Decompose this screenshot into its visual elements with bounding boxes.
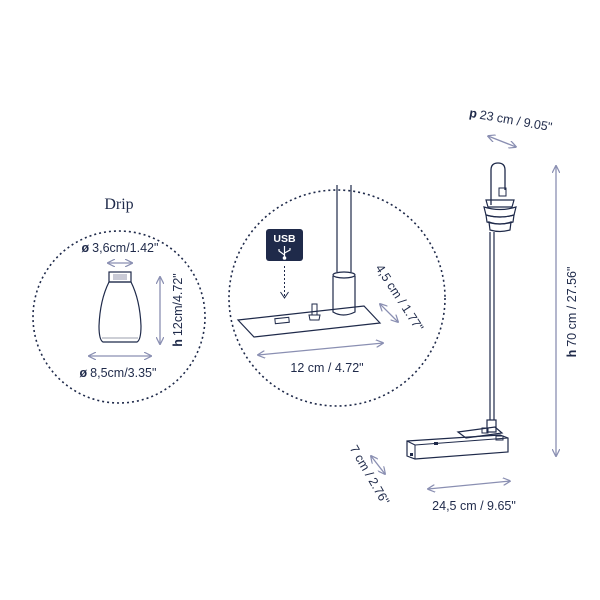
base-plate-drawing: [236, 185, 382, 338]
shade-bottom-diameter-value: 8,5cm/3.35": [90, 366, 156, 380]
height-symbol: h: [171, 339, 185, 347]
shade-top-diameter-value: 3,6cm/1.42": [92, 241, 158, 255]
lamp-depth-arrow: [488, 136, 516, 147]
product-name: Drip: [104, 196, 133, 213]
usb-label: USB: [273, 233, 296, 245]
shade-drawing: [98, 271, 142, 343]
base-detail-circle: [228, 189, 446, 407]
lamp-height-value: 70 cm / 27.56": [565, 267, 579, 347]
lamp-height-label: h 70 cm / 27.56": [565, 267, 579, 358]
diameter-symbol: ø: [82, 241, 90, 255]
usb-badge: USB: [266, 229, 303, 261]
base-length-arrow: [258, 343, 383, 355]
shade-detail-circle: [32, 230, 206, 404]
base-width-arrow: [380, 304, 398, 322]
shade-height-value: 12cm/4.72": [171, 273, 185, 336]
lamp-depth-value: 23 cm / 9.05": [479, 108, 554, 135]
diameter-symbol: ø: [80, 366, 88, 380]
shade-height-label: h 12cm/4.72": [171, 273, 185, 346]
depth-symbol: p: [468, 106, 478, 121]
lamp-drawing: [406, 162, 517, 460]
usb-pointer-arrow: [280, 291, 289, 299]
usb-trident-icon: [278, 246, 291, 260]
lamp-base-depth-arrow: [371, 456, 385, 474]
height-symbol: h: [565, 350, 579, 358]
lamp-depth-label: p23 cm / 9.05": [468, 106, 553, 134]
base-length-label: 12 cm / 4.72": [290, 361, 363, 375]
lamp-base-depth-label: 7 cm / 2.76": [347, 443, 392, 507]
lamp-base-width-label: 24,5 cm / 9.65": [432, 499, 516, 513]
lamp-base-width-arrow: [428, 481, 510, 489]
